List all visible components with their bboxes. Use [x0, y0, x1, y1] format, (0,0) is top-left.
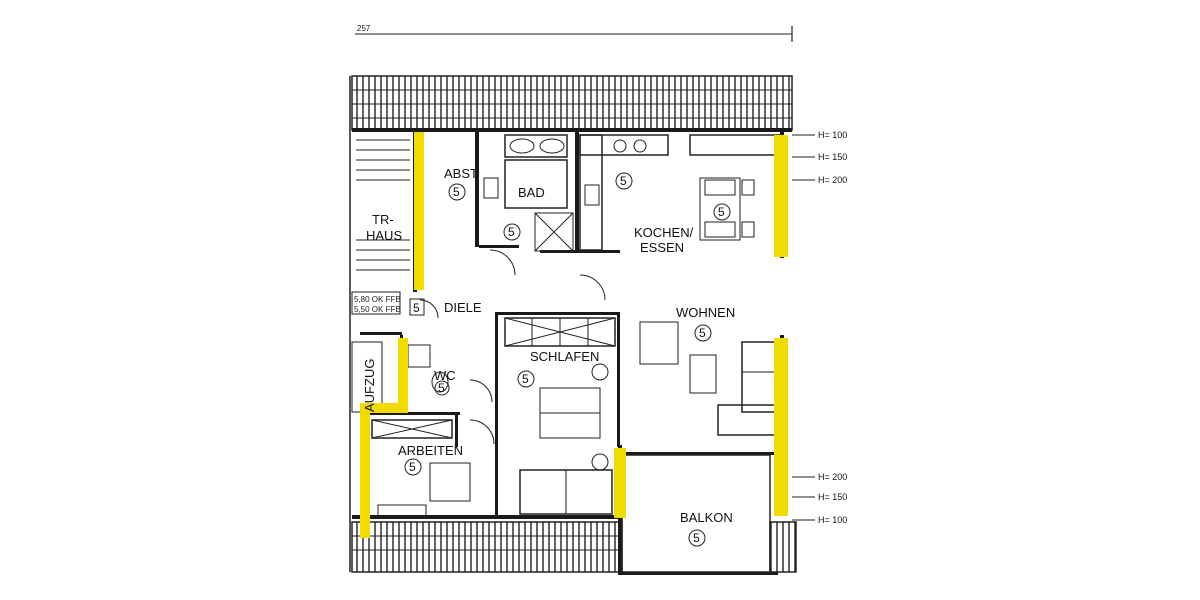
room-label-trhaus-2: HAUS: [366, 228, 402, 243]
svg-text:5: 5: [620, 174, 627, 188]
room-number-wohnen: 5: [694, 324, 712, 342]
wc-office-furniture: [351, 341, 471, 518]
room-label-arbeiten: ARBEITEN: [398, 443, 463, 458]
room-label-diele: DIELE: [444, 300, 482, 315]
svg-text:5: 5: [438, 381, 445, 395]
door-swings: [419, 249, 606, 445]
svg-text:5: 5: [508, 225, 515, 239]
svg-text:5: 5: [522, 372, 529, 386]
room-label-kochen: KOCHEN/: [634, 225, 694, 240]
dimension-text: 257: [357, 24, 371, 33]
top-dimension: 257: [355, 24, 793, 42]
height-bottom-3: H= 100: [818, 515, 847, 525]
room-labels: ABST BAD KOCHEN/ ESSEN TR- HAUS DIELE WO…: [362, 166, 735, 525]
kitchen-fixtures: [579, 134, 781, 251]
room-label-schlafen: SCHLAFEN: [530, 349, 599, 364]
svg-text:5: 5: [718, 205, 725, 219]
room-label-trhaus-1: TR-: [372, 212, 394, 227]
height-bottom-2: H= 150: [818, 492, 847, 502]
svg-text:5: 5: [699, 326, 706, 340]
room-number-arbeiten: 5: [404, 458, 422, 476]
room-label-abst: ABST: [444, 166, 478, 181]
height-bottom-1: H= 200: [818, 472, 847, 482]
room-label-balkon: BALKON: [680, 510, 733, 525]
level-note-2: 5,50 OK FFB: [354, 305, 401, 314]
level-note-1: 5,80 OK FFB: [354, 295, 401, 304]
room-number-kitchen-cabinet: 5: [615, 172, 633, 190]
room-numbers: 5 5 5 5 5 5 5 5: [404, 172, 731, 547]
svg-text:5: 5: [693, 531, 700, 545]
room-label-aufzug: AUFZUG: [362, 359, 377, 412]
room-number-wc: 5: [434, 380, 450, 396]
room-label-wc: WC: [434, 368, 456, 383]
svg-text:5: 5: [413, 301, 420, 315]
room-label-essen: ESSEN: [640, 240, 684, 255]
room-number-balkon: 5: [688, 529, 706, 547]
room-number-bad: 5: [503, 223, 521, 241]
height-top-2: H= 150: [818, 152, 847, 162]
room-label-wohnen: WOHNEN: [676, 305, 735, 320]
bedroom-furniture: [504, 317, 616, 515]
height-markers-bottom: H= 200 H= 150 H= 100: [792, 472, 847, 525]
room-number-diele: 5: [409, 298, 425, 316]
roof-eave-balcony: [769, 521, 797, 573]
room-number-schlafen: 5: [517, 370, 535, 388]
room-label-bad: BAD: [518, 185, 545, 200]
height-top-1: H= 100: [818, 130, 847, 140]
roof-eave-bottom: [351, 521, 623, 573]
svg-text:5: 5: [409, 460, 416, 474]
room-number-kochen: 5: [713, 203, 731, 221]
level-notes: 5,80 OK FFB 5,50 OK FFB: [354, 295, 401, 314]
room-number-abst: 5: [448, 183, 466, 201]
svg-text:5: 5: [453, 185, 460, 199]
stair-steps: [351, 139, 410, 315]
bad-fixtures: [483, 134, 574, 252]
roof-eave-top: [351, 75, 793, 131]
height-markers-top: H= 100 H= 150 H= 200: [792, 130, 847, 185]
highlight-bands: [360, 132, 788, 538]
height-top-3: H= 200: [818, 175, 847, 185]
